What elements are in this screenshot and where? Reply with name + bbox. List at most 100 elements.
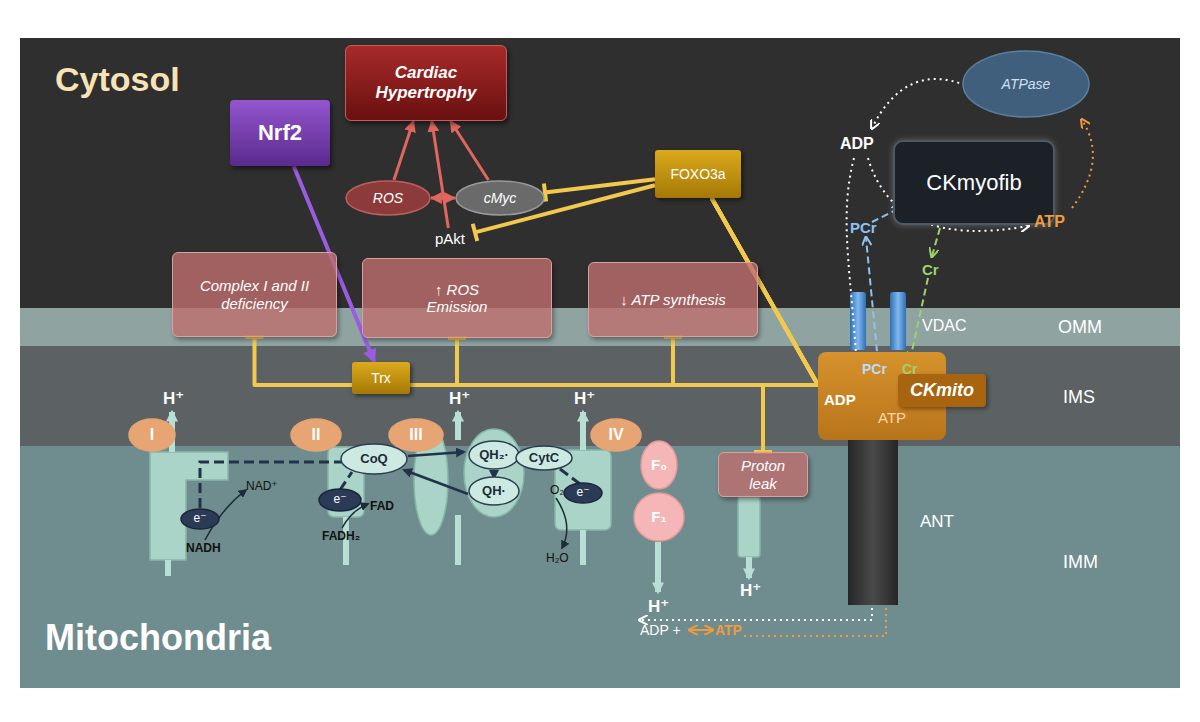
synthase-subunit: F₁ — [633, 492, 685, 542]
node-text: CKmyofib — [926, 170, 1021, 195]
complex-number: III — [388, 418, 444, 452]
node-text: ROS — [373, 190, 403, 206]
promotion-arrow — [451, 121, 489, 180]
ellipse-shape — [469, 441, 519, 469]
node-text: F₀ — [651, 456, 667, 473]
vdac-bar — [850, 292, 866, 350]
node-text: cMyc — [484, 190, 517, 206]
outcome-box: Cardiac Hypertrophy — [345, 45, 507, 121]
proton-arrow — [655, 542, 661, 592]
effect-box: Complex I and II deficiency — [172, 252, 337, 337]
metabolite-label: Cr — [902, 362, 918, 376]
signal-ellipse: cMyc — [455, 180, 545, 216]
complex-three-shape — [464, 429, 524, 517]
ellipse-shape — [456, 181, 544, 215]
carrier-ellipse: CoQ — [340, 443, 408, 475]
inhibition-line — [255, 198, 819, 385]
node-text: FOXO3a — [670, 166, 725, 182]
node-text: e⁻ — [576, 486, 589, 500]
enzyme-box: CKmyofib — [893, 140, 1055, 225]
signal-text-node: pAkt — [425, 228, 475, 250]
electron-dashed-line — [340, 472, 352, 490]
proton-arrow — [580, 412, 586, 450]
node-text: F₁ — [651, 508, 666, 525]
metabolite-label: Cr — [922, 262, 939, 277]
regulator-box: FOXO3a — [655, 150, 741, 198]
complex-stub — [165, 560, 171, 576]
regulator-box: Trx — [352, 362, 410, 394]
node-text: QH· — [482, 484, 506, 499]
node-text: pAkt — [435, 230, 465, 247]
ellipse-shape — [389, 419, 443, 451]
ellipse-shape — [291, 419, 341, 451]
node-text: Trx — [371, 370, 391, 386]
complex-one-shape — [150, 452, 228, 560]
proton-pumping-arrows — [168, 412, 749, 592]
electron-ellipse: e⁻ — [180, 508, 220, 530]
membrane-label: IMS — [1063, 388, 1095, 406]
membrane-label: IMM — [1063, 553, 1098, 571]
metabolite-label: ATP — [715, 623, 742, 637]
promotion-arrow — [394, 121, 414, 180]
region-label: Mitochondria — [45, 620, 271, 656]
node-text: ↑ ROS Emission — [412, 281, 502, 316]
metabolite-label: PCr — [862, 362, 887, 376]
ellipse-shape — [319, 489, 361, 511]
ellipse-shape — [634, 493, 684, 541]
proton-label: H⁺ — [574, 390, 595, 407]
q-cycle-arrow — [404, 470, 468, 494]
ellipse-shape — [129, 419, 175, 451]
complex-number: II — [290, 418, 342, 452]
synthesis-arrow — [690, 629, 712, 631]
effect-box: ↓ ATP synthesis — [588, 262, 758, 337]
substrate-label: FADH₂ — [322, 530, 360, 542]
interaction-arrow — [431, 197, 455, 200]
metabolite-label: ATP — [878, 410, 906, 425]
effect-box: ↑ ROS Emission — [362, 258, 552, 338]
node-text: Nrf2 — [258, 120, 302, 145]
ellipse-shape — [641, 441, 677, 489]
regulator-box: Nrf2 — [230, 100, 330, 166]
complex-stub — [455, 515, 461, 565]
promotion-arrow — [432, 121, 449, 228]
node-text: I — [150, 426, 154, 444]
node-text: IV — [608, 426, 623, 444]
ellipse-shape — [591, 419, 641, 451]
carrier-ellipse: CytC — [515, 445, 573, 471]
carrier-ellipse: QH· — [468, 476, 520, 506]
electron-ellipse: e⁻ — [563, 482, 603, 504]
ellipse-shape — [341, 444, 407, 474]
channel-label: VDAC — [922, 318, 966, 334]
substrate-label: NADH — [186, 542, 221, 554]
metabolite-label: PCr — [850, 220, 877, 235]
ellipse-shape — [963, 51, 1089, 117]
node-text: ↓ ATP synthesis — [620, 291, 725, 308]
substrate-label: H₂O — [546, 552, 569, 564]
node-text: ATPase — [1002, 76, 1051, 92]
pcr-flow — [866, 238, 878, 362]
proton-arrow — [746, 557, 752, 578]
proton-arrow — [455, 412, 461, 440]
ellipse-shape — [346, 181, 430, 215]
complex-number: IV — [590, 418, 642, 452]
vdac-bar — [890, 292, 906, 350]
complex-stub — [580, 530, 586, 565]
node-text: e⁻ — [333, 493, 346, 507]
energy-transfer-flows — [640, 79, 1093, 636]
node-text: CoQ — [360, 452, 387, 467]
carrier-ellipse: QH₂· — [468, 440, 520, 470]
substrate-label: FAD — [370, 500, 394, 512]
region-label: Cytosol — [55, 62, 180, 96]
metabolite-label: ADP — [824, 392, 856, 407]
atp-flow — [1072, 120, 1093, 208]
vdac-channel — [850, 292, 906, 350]
node-text: II — [312, 426, 321, 444]
node-text: III — [409, 426, 422, 444]
proton-label: H⁺ — [648, 598, 669, 615]
ellipse-shape — [181, 509, 219, 529]
ellipse-shape — [516, 446, 572, 470]
adp-flow — [872, 79, 965, 128]
node-text: CytC — [529, 451, 559, 466]
